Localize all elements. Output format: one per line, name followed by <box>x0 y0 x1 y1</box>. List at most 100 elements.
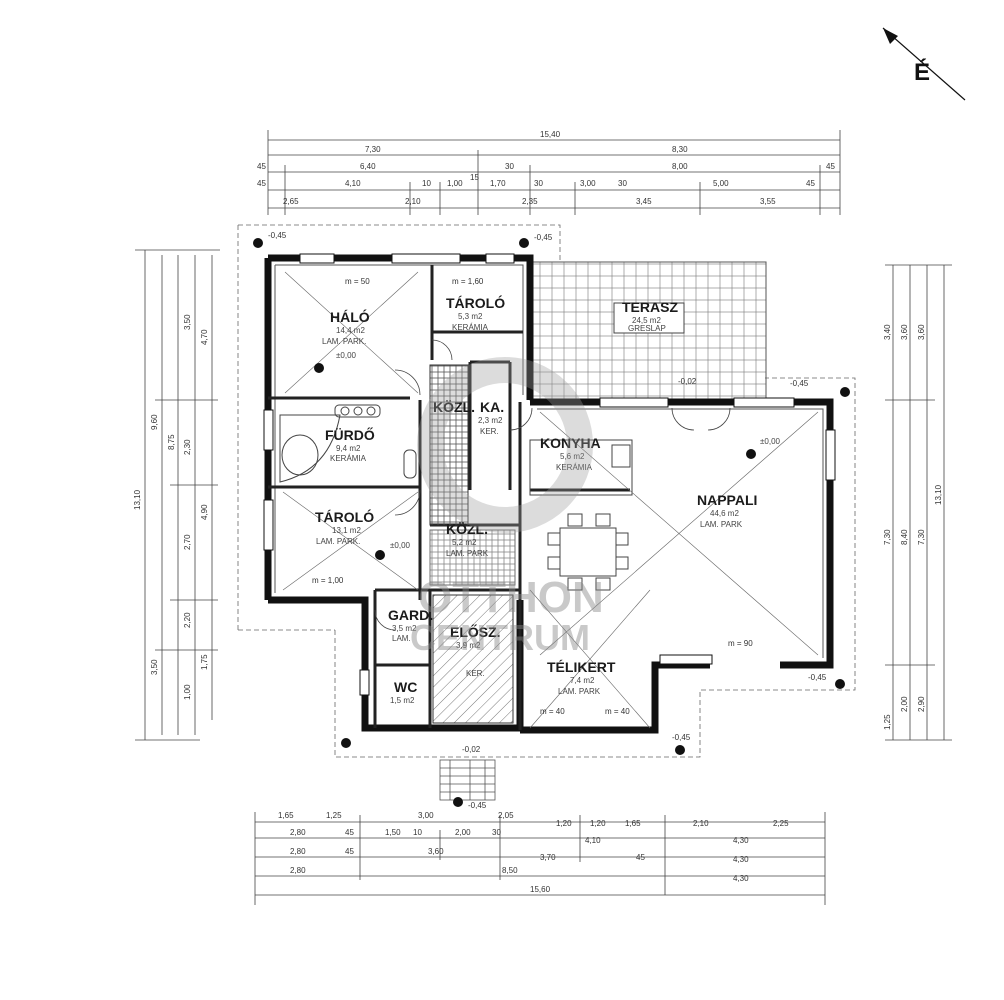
room-level: ±0,00 <box>336 351 357 360</box>
dim: 3,55 <box>760 197 776 206</box>
dim: 1,00 <box>447 179 463 188</box>
room-floor: KER. <box>466 669 485 678</box>
dim: 3,40 <box>883 324 892 340</box>
room-floor: LAM. PARK. <box>316 537 360 546</box>
left-dimensions <box>135 249 220 741</box>
room-level: ±0,00 <box>760 437 781 446</box>
kitchen-furniture <box>529 439 633 591</box>
entry-hatch <box>432 594 514 724</box>
watermark-logo-ring <box>417 357 593 533</box>
dim: 45 <box>345 847 354 856</box>
dim-top-left: 7,30 <box>365 145 381 154</box>
dim: 2,70 <box>183 534 192 550</box>
dim: 2,80 <box>290 847 306 856</box>
room-crosses <box>282 271 819 729</box>
dim: 13,10 <box>133 489 142 510</box>
dim: 10 <box>422 179 431 188</box>
dim: 30 <box>618 179 627 188</box>
dim: 45 <box>257 179 266 188</box>
dim: 2,80 <box>290 866 306 875</box>
room-floor: LAM. PARK <box>558 687 601 696</box>
opening-label: m = 1,00 <box>312 576 344 585</box>
dim: 8,00 <box>672 162 688 171</box>
room-floor: KERÁMIA <box>556 463 593 472</box>
dim: 30 <box>505 162 514 171</box>
room-floor: KERÁMIA <box>452 323 489 332</box>
dim: 2,30 <box>183 439 192 455</box>
entrance-steps <box>439 759 496 801</box>
dim: 3,60 <box>900 324 909 340</box>
room-area: 9,4 m2 <box>336 444 361 453</box>
dim: 10 <box>413 828 422 837</box>
dim: 15,60 <box>530 885 551 894</box>
dim: 3,60 <box>428 847 444 856</box>
room-floor: LAM. PARK <box>700 520 743 529</box>
dim: 4,30 <box>733 874 749 883</box>
dim: 3,60 <box>917 324 926 340</box>
room-area: 5,3 m2 <box>458 312 483 321</box>
room-name: ELŐSZ. <box>450 623 501 640</box>
room-area: 2,3 m2 <box>478 416 503 425</box>
room-halo: HÁLÓ 14,4 m2 LAM. PARK. ±0,00 <box>322 308 370 360</box>
room-floor: GRESLAP <box>628 324 666 333</box>
room-name-2: KA. <box>480 399 504 415</box>
room-floor: LAM. <box>392 634 411 643</box>
room-area: 44,6 m2 <box>710 509 739 518</box>
dim: 1,20 <box>556 819 572 828</box>
dim: 3,45 <box>636 197 652 206</box>
dim-top-right: 8,30 <box>672 145 688 154</box>
opening-label: m = 40 <box>605 707 630 716</box>
room-floor: LAM. PARK <box>446 549 489 558</box>
room-elosz: ELŐSZ. 3,9 m2 KER. <box>450 623 501 678</box>
level-label: -0,45 <box>468 801 487 810</box>
dim: 2,90 <box>917 696 926 712</box>
dim: 45 <box>257 162 266 171</box>
dim: 2,35 <box>522 197 538 206</box>
top-dimension-labels: 15,40 7,30 8,30 45 6,40 30 8,00 45 45 4,… <box>257 130 835 206</box>
room-name: GARD. <box>388 607 433 623</box>
dim: 3,70 <box>540 853 556 862</box>
room-floor: LAM. PARK. <box>322 337 366 346</box>
dim: 8,50 <box>502 866 518 875</box>
room-area: 13,1 m2 <box>332 526 361 535</box>
dim: 8,75 <box>167 434 176 450</box>
dim: 2,65 <box>283 197 299 206</box>
room-konyha: KONYHA 5,6 m2 KERÁMIA <box>540 435 601 472</box>
dim: 5,00 <box>713 179 729 188</box>
level-label: -0,45 <box>808 673 827 682</box>
level-label: -0,02 <box>462 745 481 754</box>
dim: 7,30 <box>883 529 892 545</box>
level-label: -0,45 <box>790 379 809 388</box>
north-arrow: É <box>882 27 966 101</box>
room-name: TÉLIKERT <box>547 659 616 675</box>
bottom-dimensions <box>254 812 826 905</box>
dim-top-total: 15,40 <box>540 130 561 139</box>
opening-label: m = 1,60 <box>452 277 484 286</box>
room-tarolo-top: TÁROLÓ 5,3 m2 KERÁMIA <box>446 294 505 332</box>
watermark: OTTHON CENTRUM <box>410 357 604 658</box>
room-name: NAPPALI <box>697 492 757 508</box>
level-label: -0,02 <box>678 377 697 386</box>
eaves-outline <box>237 224 856 758</box>
watermark-line2: CENTRUM <box>410 617 590 658</box>
staircase-lower <box>429 529 516 586</box>
room-wc: WC 1,5 m2 <box>390 679 417 705</box>
bathroom-fixtures <box>279 404 417 483</box>
room-area: 14,4 m2 <box>336 326 365 335</box>
exterior-walls-inner <box>274 264 824 658</box>
bottom-dimension-labels: 1,65 1,25 3,00 2,05 1,20 1,20 1,65 2,10 … <box>278 811 789 894</box>
dim: 9,60 <box>150 414 159 430</box>
dim: 6,40 <box>360 162 376 171</box>
room-area: 3,5 m2 <box>392 624 417 633</box>
door-swings <box>374 339 731 631</box>
room-gard: GARD. 3,5 m2 LAM. <box>388 607 433 643</box>
room-furdo: FÜRDŐ 9,4 m2 KERÁMIA <box>325 426 375 463</box>
room-name: FÜRDŐ <box>325 426 375 443</box>
room-area: 24,5 m2 <box>632 316 661 325</box>
dim: 30 <box>534 179 543 188</box>
dim: 2,00 <box>455 828 471 837</box>
room-name: TÁROLÓ <box>446 294 505 311</box>
dim: 1,65 <box>278 811 294 820</box>
dim: 2,25 <box>773 819 789 828</box>
